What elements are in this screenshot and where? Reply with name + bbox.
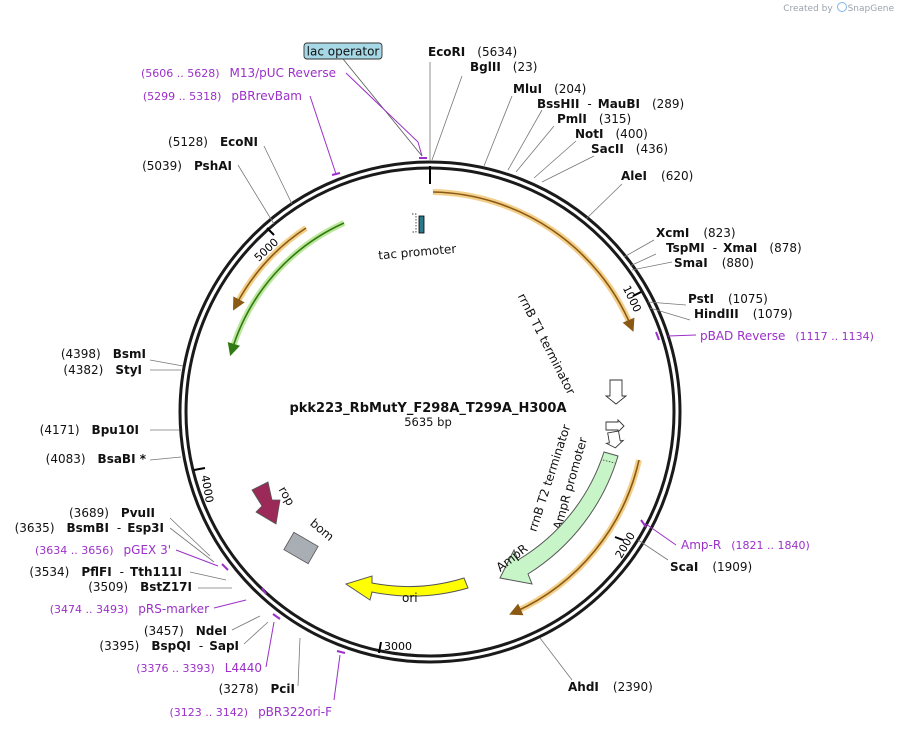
backbone-outer xyxy=(178,160,682,664)
site-leaders-left xyxy=(149,145,301,687)
primer-amp-r[interactable]: Amp-R(1821 .. 1840) xyxy=(681,538,810,552)
site-xcmi[interactable]: XcmI(823) xyxy=(656,226,736,240)
primer-prs-marker[interactable]: (3474 .. 3493)pRS-marker xyxy=(50,602,209,616)
site-pmli[interactable]: PmlI(315) xyxy=(557,112,631,126)
primer-pbad-reverse[interactable]: pBAD Reverse(1117 .. 1134) xyxy=(700,329,874,343)
rop-feature[interactable] xyxy=(251,481,281,525)
tac-promoter-feature[interactable] xyxy=(412,213,425,234)
site-styi[interactable]: (4382)StyI xyxy=(63,363,142,377)
site-bspqi[interactable]: (3395)BspQI-SapI xyxy=(99,639,239,653)
site-bsmbi[interactable]: (3635)BsmBI-Esp3I xyxy=(15,521,164,535)
primer-l4440[interactable]: (3376 .. 3393)L4440 xyxy=(136,661,262,675)
ampr-feature[interactable] xyxy=(499,451,619,585)
rrnb-t1-feature[interactable] xyxy=(604,379,628,405)
plasmid-name: pkk223_RbMutY_F298A_T299A_H300A xyxy=(289,401,566,416)
ori-label: ori xyxy=(402,591,418,605)
snapgene-credit: Created by SnapGene xyxy=(783,2,894,14)
tac-promoter-label: tac promoter xyxy=(378,242,457,263)
site-alei[interactable]: AleI(620) xyxy=(621,169,693,183)
site-pflfi[interactable]: (3534)PflFI-Tth111I xyxy=(29,565,182,579)
site-pcii[interactable]: (3278)PciI xyxy=(219,682,295,696)
primer-m13-puc-reverse[interactable]: (5606 .. 5628)M13/pUC Reverse xyxy=(141,66,336,80)
site-tspmi[interactable]: TspMI-XmaI(878) xyxy=(666,241,802,255)
sites-right: EcoRI(5634) BglII(23) MluI(204) BssHII-M… xyxy=(428,45,802,694)
site-bstz17i[interactable]: (3509)BstZ17I xyxy=(88,580,192,594)
tick-label-4000: 4000 xyxy=(198,474,216,504)
site-sacii[interactable]: SacII(436) xyxy=(591,142,668,156)
site-ahdi[interactable]: AhdI(2390) xyxy=(568,680,653,694)
primer-pgex3[interactable]: (3634 .. 3656)pGEX 3' xyxy=(35,543,171,557)
primer-labels: (5606 .. 5628)M13/pUC Reverse (5299 .. 5… xyxy=(35,66,874,719)
site-psti[interactable]: PstI(1075) xyxy=(688,292,768,306)
primer-pbr322ori-f[interactable]: (3123 .. 3142)pBR322ori-F xyxy=(170,705,333,719)
site-smai[interactable]: SmaI(880) xyxy=(674,256,754,270)
site-pvuii[interactable]: (3689)PvuII xyxy=(69,506,155,520)
site-pshai[interactable]: (5039)PshAI xyxy=(142,159,232,173)
tick-label-3000: 3000 xyxy=(384,640,412,653)
bom-feature[interactable] xyxy=(283,531,319,565)
tick-3000: 3000 xyxy=(378,640,412,654)
site-bsabi[interactable]: (4083)BsaBI * xyxy=(46,452,147,466)
sites-left: (5128)EcoNI (5039)PshAI (4398)BsmI (4382… xyxy=(15,135,295,696)
rrnb-t2-feature[interactable] xyxy=(605,418,625,434)
snapgene-logo-icon xyxy=(836,2,847,12)
site-ecori[interactable]: EcoRI(5634) xyxy=(428,45,517,59)
rrnb-t1-label: rrnB T1 terminator xyxy=(515,291,578,397)
primer-markers xyxy=(221,157,660,654)
bom-label: bom xyxy=(307,516,336,544)
ori-feature[interactable] xyxy=(344,575,469,601)
primer-leaders xyxy=(175,72,697,701)
site-ndei[interactable]: (3457)NdeI xyxy=(144,624,227,638)
lac-operator-label: lac operator xyxy=(307,45,380,59)
site-bsshii[interactable]: BssHII-MauBI(289) xyxy=(537,97,684,111)
site-noti[interactable]: NotI(400) xyxy=(575,127,648,141)
site-bglii[interactable]: BglII(23) xyxy=(470,60,537,74)
plasmid-length: 5635 bp xyxy=(404,415,452,429)
site-hindiii[interactable]: HindIII(1079) xyxy=(694,307,793,321)
lac-operator-feature[interactable]: lac operator xyxy=(303,42,423,157)
site-leaders-right xyxy=(429,62,691,681)
site-bpu10i[interactable]: (4171)Bpu10I xyxy=(40,423,139,437)
site-econi[interactable]: (5128)EcoNI xyxy=(168,135,258,149)
site-scai[interactable]: ScaI(1909) xyxy=(670,560,752,574)
credit-created-by: Created by xyxy=(783,4,833,14)
credit-brand: SnapGene xyxy=(847,4,894,14)
tick-4000: 4000 xyxy=(193,467,216,504)
site-bsmi[interactable]: (4398)BsmI xyxy=(61,347,146,361)
primer-pbrrevbam[interactable]: (5299 .. 5318)pBRrevBam xyxy=(143,89,302,103)
site-mlui[interactable]: MluI(204) xyxy=(513,82,586,96)
